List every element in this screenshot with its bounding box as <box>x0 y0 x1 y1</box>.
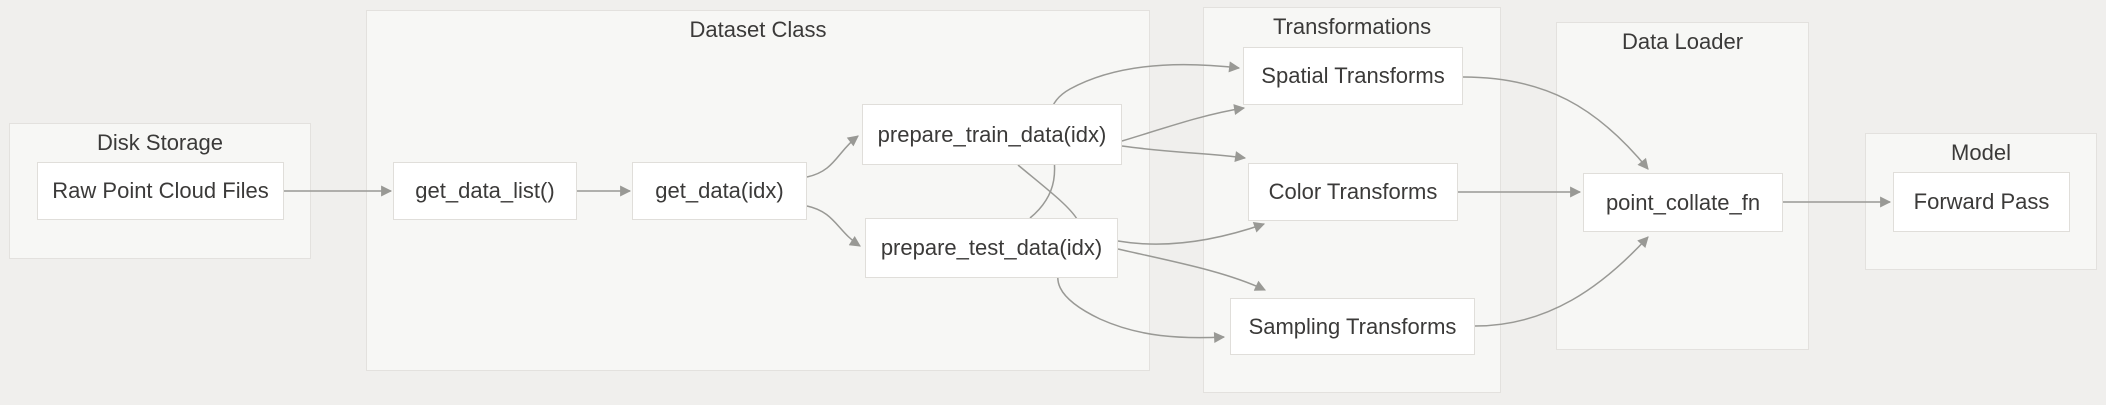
group-title-transformations: Transformations <box>1272 14 1432 39</box>
node-point-collate-fn: point_collate_fn <box>1583 173 1783 232</box>
edge-prepare_test-to-spatial <box>1029 61 1241 219</box>
edge-sampling-to-point_collate <box>1474 236 1649 327</box>
edge-prepare_test-to-sampling <box>1117 248 1266 291</box>
group-title-model: Model <box>1951 140 2011 165</box>
edge-prepare_train-to-sampling <box>1017 164 1226 343</box>
edge-prepare_train-to-color <box>1121 145 1247 163</box>
node-forward-pass: Forward Pass <box>1893 172 2070 232</box>
node-raw-point-cloud-files: Raw Point Cloud Files <box>37 162 284 220</box>
node-prepare-train-data: prepare_train_data(idx) <box>862 104 1122 165</box>
node-prepare-test-data: prepare_test_data(idx) <box>865 218 1118 278</box>
node-sampling-transforms: Sampling Transforms <box>1230 298 1475 355</box>
edge-get_data-to-prepare_test <box>806 205 861 247</box>
node-get-data-list: get_data_list() <box>393 162 577 220</box>
edge-prepare_train-to-spatial <box>1121 104 1246 142</box>
node-get-data: get_data(idx) <box>632 162 807 220</box>
node-spatial-transforms: Spatial Transforms <box>1243 47 1463 105</box>
group-title-dataset-class: Dataset Class <box>689 17 827 42</box>
group-title-data-loader: Data Loader <box>1621 29 1744 54</box>
edge-spatial-to-point_collate <box>1462 76 1649 170</box>
edge-prepare_test-to-color <box>1117 222 1266 245</box>
node-color-transforms: Color Transforms <box>1248 163 1458 221</box>
edge-get_data-to-prepare_train <box>806 135 859 178</box>
group-title-disk-storage: Disk Storage <box>97 130 223 155</box>
